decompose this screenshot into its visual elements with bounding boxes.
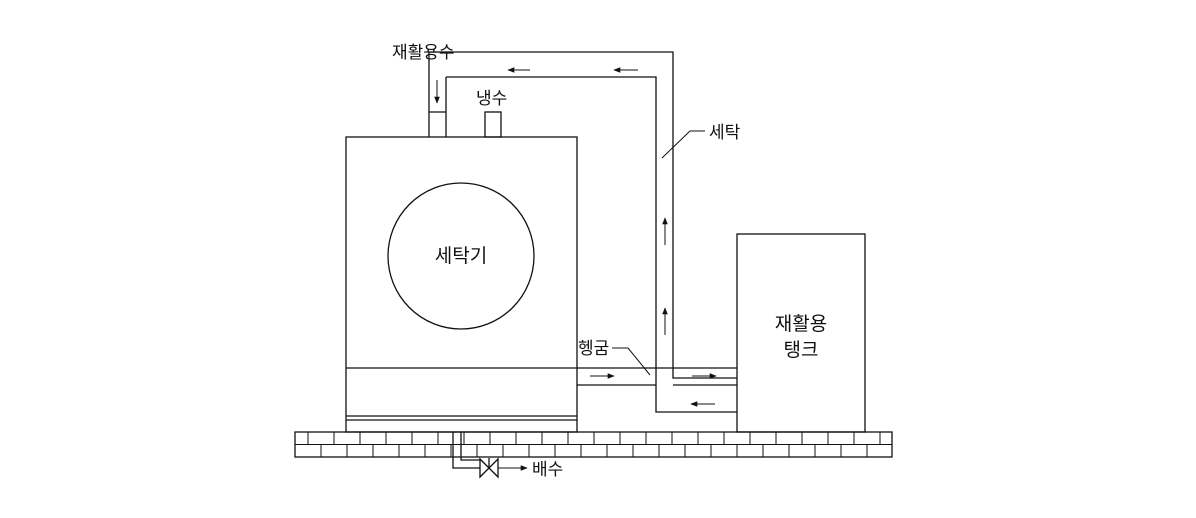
- rinsing-pipe: [577, 367, 737, 386]
- rinsing-leader-line: [612, 347, 651, 376]
- drain-label: 배수: [532, 460, 563, 480]
- washing-label: 세탁: [709, 123, 741, 143]
- brick-foundation: [294, 431, 893, 458]
- washing-pipe: [429, 51, 737, 413]
- washer-drum: [387, 182, 535, 330]
- cold-water-inlet: [484, 111, 502, 138]
- washer-label: 세탁기: [435, 245, 487, 267]
- cold-water-label: 냉수: [476, 89, 507, 109]
- tank-label-line2: 탱크: [784, 339, 819, 361]
- recycled-water-label: 재활용수: [392, 43, 455, 63]
- tank-label-line1: 재활용: [775, 313, 827, 335]
- recycled-water-inlet: [428, 52, 447, 137]
- drain-line: [452, 432, 528, 479]
- washer-machine: [345, 136, 578, 433]
- rinsing-label: 헹굼: [578, 339, 609, 359]
- drain-valve-icon: [479, 457, 499, 479]
- washing-leader-line: [661, 130, 705, 159]
